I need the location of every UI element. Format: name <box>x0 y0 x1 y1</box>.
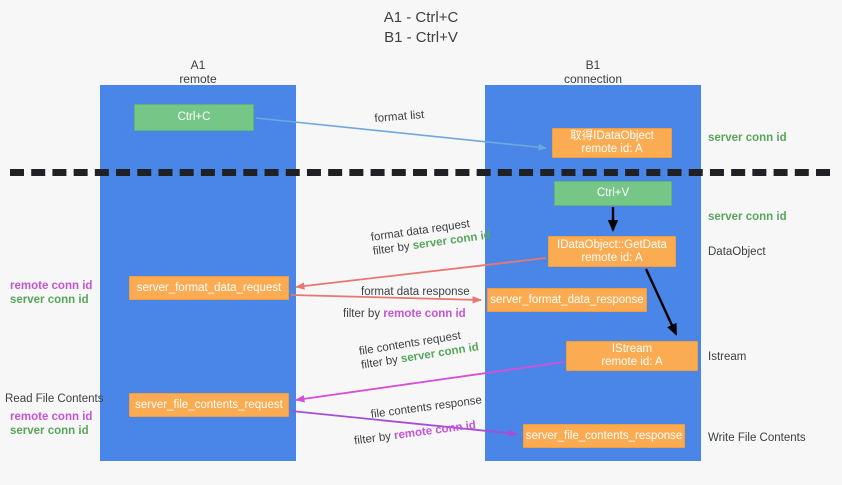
filter-prefix: filter by <box>372 240 414 258</box>
node-getdata-line2: remote id: A <box>581 251 643 264</box>
lane-a1-name: A1 <box>190 58 206 72</box>
node-idataobject-line1: 取得IDataObject <box>570 130 654 142</box>
right-label-server-conn-id-top: server conn id <box>708 132 787 144</box>
filter-key-remote-conn-id: remote conn id <box>383 308 466 320</box>
title-line-2: B1 - Ctrl+V <box>384 29 458 46</box>
node-idataobject-line2: remote id: A <box>581 143 643 155</box>
node-getdata[interactable]: IDataObject::GetData remote id: A <box>548 236 676 267</box>
node-istream-line1: IStream <box>611 343 653 355</box>
node-ctrl-v[interactable]: Ctrl+V <box>554 181 672 206</box>
edge-label-file-contents-response: file contents response filter by remote … <box>353 393 486 447</box>
node-idataobject[interactable]: 取得IDataObject remote id: A <box>552 128 672 158</box>
node-server-format-data-response[interactable]: server_format_data_response <box>487 288 647 312</box>
node-getdata-line1: IDataObject::GetData <box>557 238 667 251</box>
left-label-format-remote-conn-id: remote conn id <box>10 280 93 292</box>
edge-label-file-contents-request: file contents request filter by server c… <box>358 326 480 372</box>
left-label-read-file-contents-group: Read File Contents remote conn id server… <box>5 392 103 438</box>
node-server-format-data-request[interactable]: server_format_data_request <box>129 276 289 300</box>
lane-a1-role: remote <box>179 72 217 86</box>
left-label-read-file-contents: Read File Contents <box>5 393 104 405</box>
lane-b1-name: B1 <box>585 58 601 72</box>
node-server-file-contents-request-label: server_file_contents_request <box>135 398 283 411</box>
filter-key-remote-conn-id: remote conn id <box>393 419 477 443</box>
right-label-dataobject: DataObject <box>708 246 766 258</box>
node-ctrl-v-line1: Ctrl+V <box>596 187 630 199</box>
node-server-file-contents-response-label: server_file_contents_response <box>525 429 683 442</box>
edge-label-format-list-text: format list <box>374 109 425 125</box>
lane-header-a1: A1 remote <box>100 58 296 86</box>
node-server-format-data-request-label: server_format_data_request <box>136 281 282 294</box>
right-label-server-conn-id-mid: server conn id <box>708 211 787 223</box>
node-istream-line2: remote id: A <box>601 356 663 368</box>
left-label-format-server-conn-id: server conn id <box>10 294 89 306</box>
left-label-format-conn-ids: remote conn id server conn id <box>10 279 92 307</box>
lane-b1-role: connection <box>563 72 623 86</box>
edge-label-file-contents-response-line1: file contents response <box>370 394 483 421</box>
edge-label-file-contents-response-filter: filter by remote conn id <box>353 417 486 448</box>
lane-header-b1: B1 connection <box>485 58 701 86</box>
edge-label-format-data-response-filter: filter by remote conn id <box>343 307 470 321</box>
edge-label-format-data-response: format data response filter by remote co… <box>343 285 470 321</box>
filter-prefix: filter by <box>353 430 395 448</box>
right-label-istream: Istream <box>708 351 747 363</box>
node-ctrl-c[interactable]: Ctrl+C <box>134 104 254 131</box>
edge-label-format-list: format list <box>374 108 425 126</box>
edge-label-format-data-response-line1: format data response <box>361 286 470 298</box>
node-server-file-contents-request[interactable]: server_file_contents_request <box>129 393 289 417</box>
filter-prefix: filter by <box>343 308 384 320</box>
dashed-separator-line <box>10 169 830 176</box>
title-line-1: A1 - Ctrl+C <box>383 9 459 26</box>
right-label-write-file-contents: Write File Contents <box>708 432 806 444</box>
page-title: A1 - Ctrl+C B1 - Ctrl+V <box>0 8 842 48</box>
left-label-file-server-conn-id: server conn id <box>10 425 89 437</box>
node-server-file-contents-response[interactable]: server_file_contents_response <box>523 424 685 448</box>
node-istream[interactable]: IStream remote id: A <box>566 341 698 371</box>
left-label-file-remote-conn-id: remote conn id <box>10 411 93 423</box>
edge-label-format-data-request: format data request filter by server con… <box>370 214 492 258</box>
node-server-format-data-response-label: server_format_data_response <box>490 293 644 306</box>
node-ctrl-c-line1: Ctrl+C <box>177 111 211 123</box>
